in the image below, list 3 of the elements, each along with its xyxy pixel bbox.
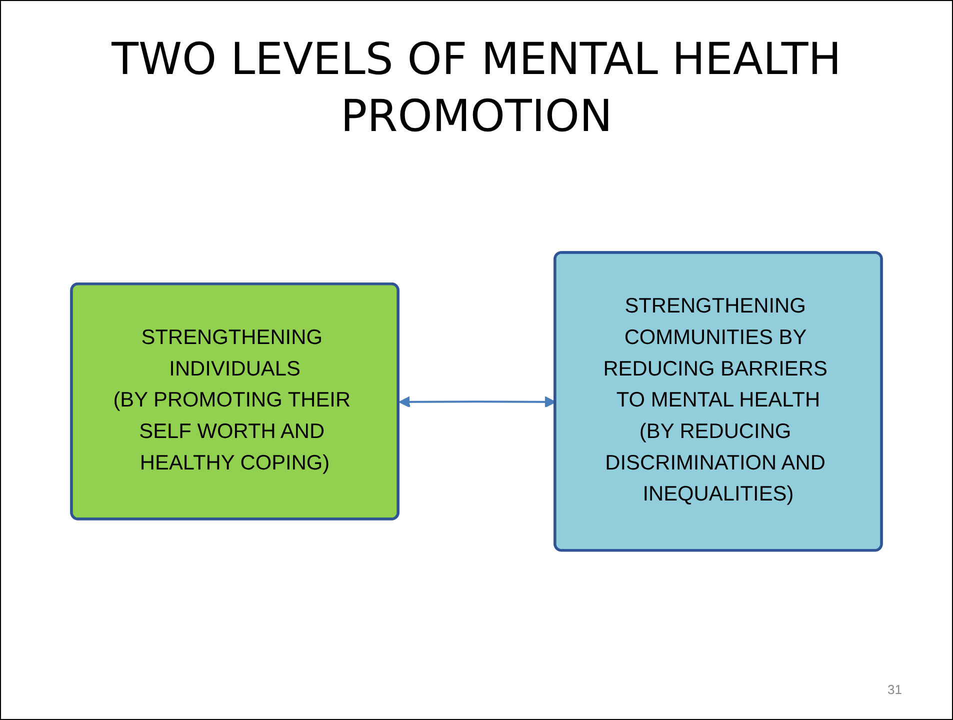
- page-number: 31: [888, 682, 902, 697]
- slide-title: TWO LEVELS OF MENTAL HEALTH PROMOTION: [110, 33, 842, 144]
- flow-diagram: STRENGTHENING INDIVIDUALS (BY PROMOTING THEIR SELF WORTH AND HEALTHY COPING) STRENGTHENING COMMUNITIES BY REDUCING BARRIERS TO MENTAL HEALTH (BY REDUCING DISCRIMINATION AND INEQUALITIES): [61, 242, 892, 560]
